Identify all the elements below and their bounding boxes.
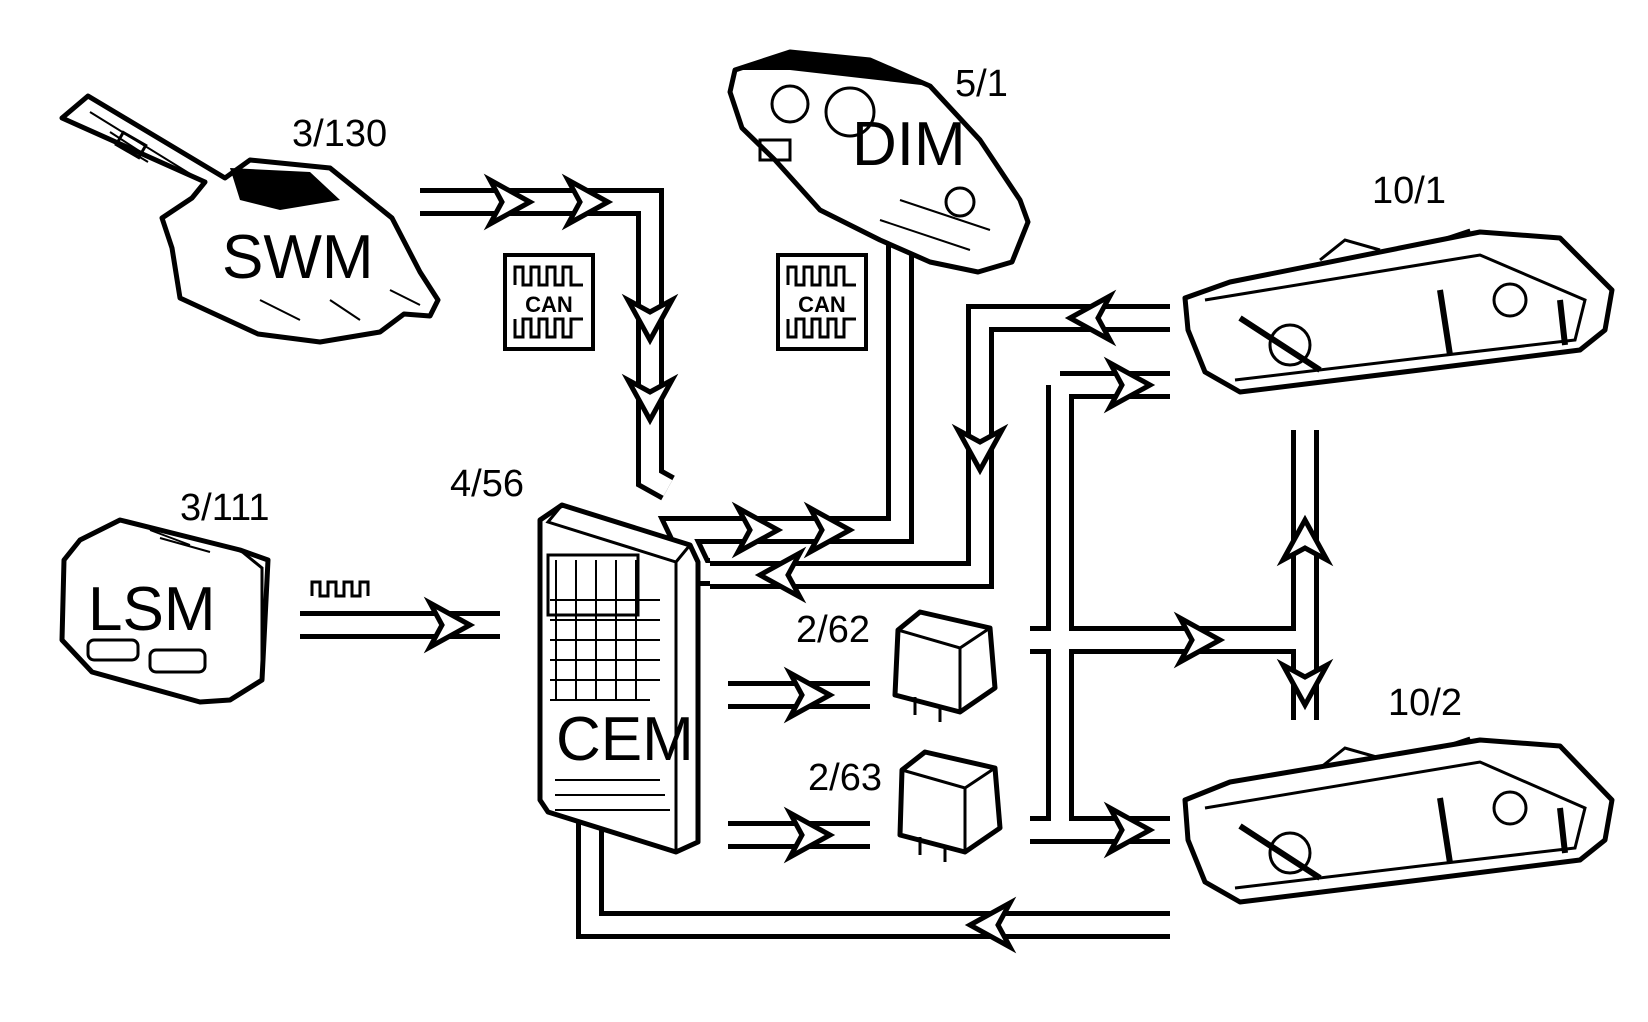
arrow-right [783,666,836,724]
arrow-down [621,293,679,346]
swm-component: SWM [59,93,441,345]
cem-name: CEM [556,705,694,774]
arrow-up [1276,514,1334,567]
arrow-down [621,373,679,426]
dim-name: DIM [852,110,966,179]
arrow-right [803,501,856,559]
dim-ref: 5/1 [955,63,1008,105]
pulse-waveform-icon [310,580,370,598]
can-label: CAN [525,292,573,317]
arrow-right [423,596,476,654]
headlamp-1-ref: 10/1 [1372,170,1446,212]
can-badge: CAN [776,253,868,351]
relay-2-63 [897,749,1003,862]
arrow-right [783,806,836,864]
relay-2-62 [892,609,998,722]
arrow-down [1276,658,1334,711]
lsm-component: LSM [59,517,271,705]
arrow-right [1173,611,1226,669]
arrow-right [1103,356,1156,414]
lsm-ref: 3/111 [180,487,269,529]
can-label: CAN [798,292,846,317]
headlamp-2-ref: 10/2 [1388,682,1462,724]
dim-component: DIM [727,49,1031,275]
lsm-name: LSM [88,575,215,644]
arrow-right [731,501,784,559]
swm-name: SWM [222,223,374,292]
arrow-down [951,423,1009,476]
arrow-left [754,546,807,604]
can-badge: CAN [503,253,595,351]
arrow-heads [423,173,1334,954]
relay-1-ref: 2/62 [796,609,870,651]
headlamp-10-2 [1182,736,1615,905]
headlamp-10-1 [1182,228,1615,395]
arrow-right [1103,801,1156,859]
arrow-right [483,173,536,231]
arrow-left [964,896,1017,954]
cem-ref: 4/56 [450,463,524,505]
cem-component: CEM [537,502,701,855]
swm-ref: 3/130 [292,113,387,155]
relay-2-ref: 2/63 [808,757,882,799]
arrow-left [1064,289,1117,347]
arrow-right [561,173,614,231]
